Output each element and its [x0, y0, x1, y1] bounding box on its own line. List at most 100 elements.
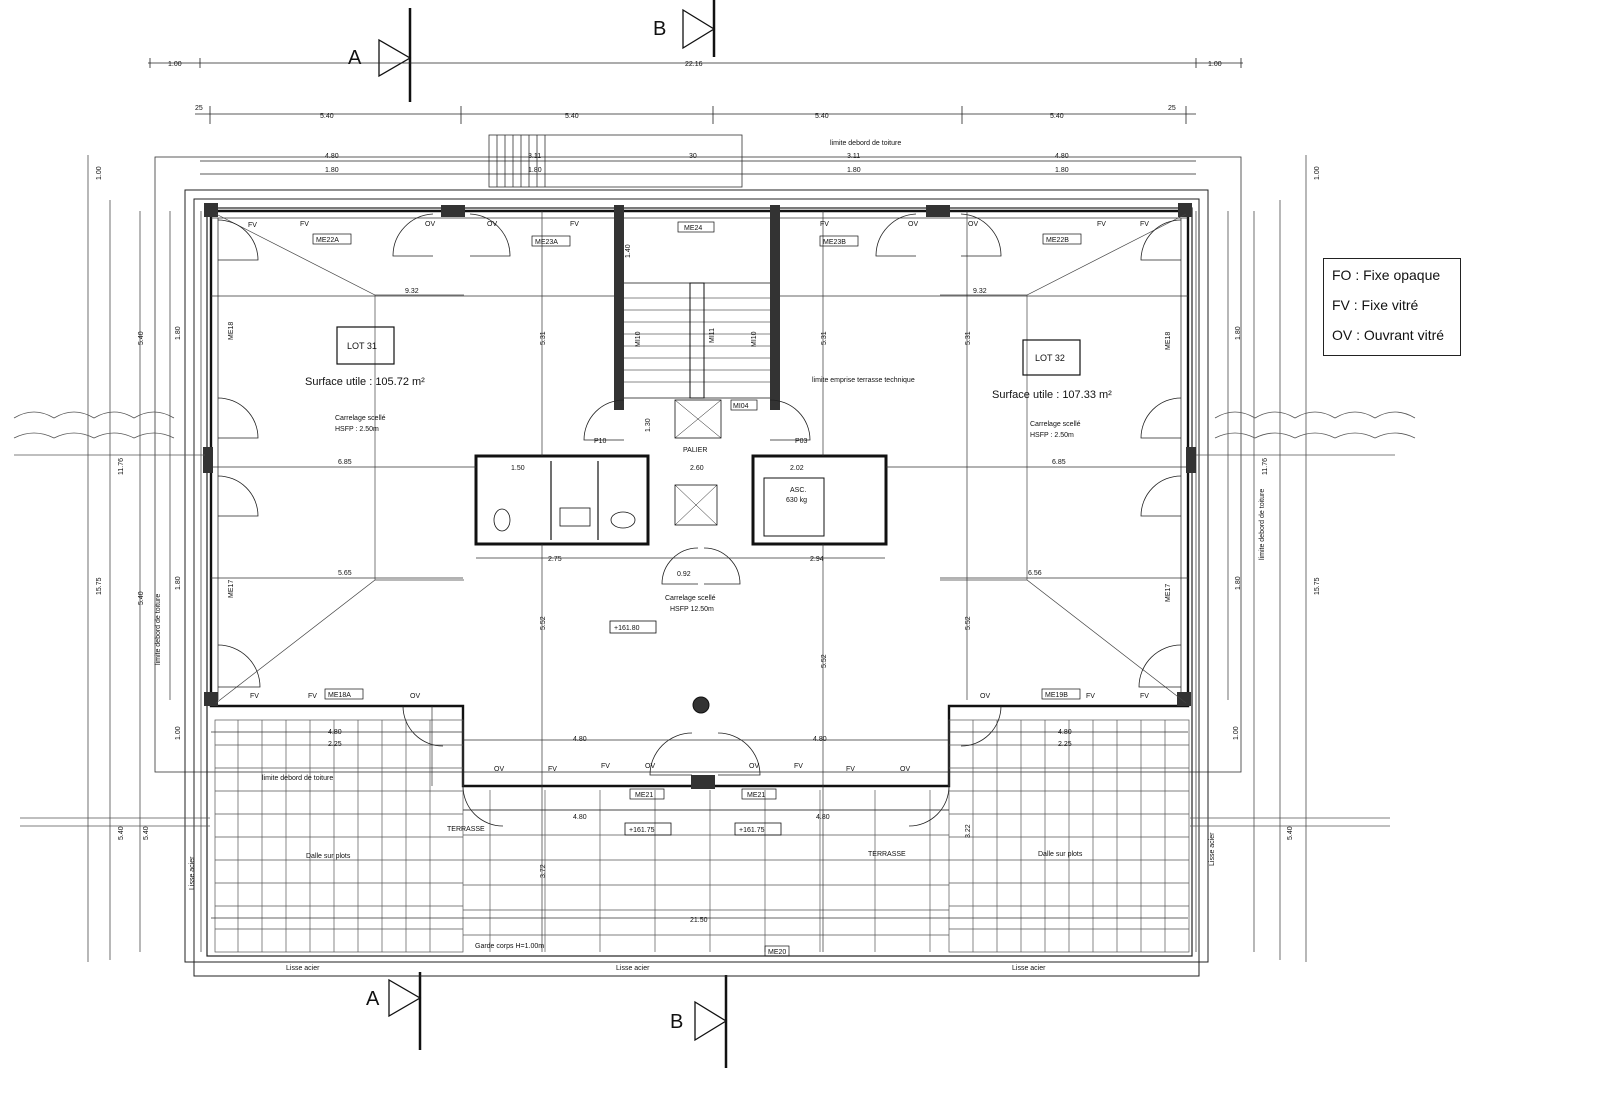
- code-me24: ME24: [684, 225, 702, 232]
- slab-outline: [184, 189, 1209, 963]
- dim-label: 15.75: [1314, 577, 1321, 595]
- terrace-grid-center: [463, 790, 949, 952]
- dim-label: 2.60: [690, 465, 704, 472]
- dim-label: 1.00: [1208, 61, 1222, 68]
- code-m10: MI10: [751, 331, 758, 347]
- lot31-name: LOT 31: [347, 341, 377, 351]
- lot31-floor: Carrelage scellé: [335, 415, 386, 422]
- dim-label: 4.80: [328, 729, 342, 736]
- window-fv: FV: [1086, 693, 1095, 700]
- section-label: A: [348, 47, 362, 69]
- section-label: A: [366, 988, 380, 1010]
- dalle-right-label: Dalle sur plots: [1038, 851, 1083, 858]
- section-mark-a-bottom: A: [366, 972, 422, 1050]
- dim-label: 4.80: [813, 736, 827, 743]
- window-fv: FV: [601, 763, 610, 770]
- window-ov: OV: [410, 693, 420, 700]
- dim-label: 3.22: [965, 824, 972, 838]
- center-hsfp: HSFP 12.50m: [670, 606, 714, 613]
- section-label: B: [653, 18, 666, 40]
- dim-label: 6.85: [338, 459, 352, 466]
- code-m04: MI04: [733, 403, 749, 410]
- dim-label: 5.52: [965, 616, 972, 630]
- legend-item-fv: FV : Fixe vitré: [1332, 297, 1419, 313]
- section-label: B: [670, 1011, 683, 1033]
- dim-label: 6.85: [1052, 459, 1066, 466]
- dim-label: 4.80: [1058, 729, 1072, 736]
- code-m11: MI11: [709, 328, 716, 343]
- dim-label: 21.50: [690, 917, 708, 924]
- dim-label: 0.92: [677, 571, 691, 578]
- window-fv: FV: [1140, 221, 1149, 228]
- rail-label: Lisse acier: [1012, 965, 1046, 972]
- code-me17: ME17: [228, 580, 235, 598]
- window-fv: FV: [250, 693, 259, 700]
- dim-label: 5.40: [138, 591, 145, 605]
- dim-label: 6.56: [1028, 570, 1042, 577]
- terrace-left-label: TERRASSE: [447, 826, 485, 833]
- dim-label: 5.40: [138, 331, 145, 345]
- third-dimension-chain: [200, 160, 1196, 175]
- terrace-outline: [193, 198, 1200, 977]
- lot32-box: [1022, 339, 1081, 376]
- terrace-grid-left: [214, 719, 464, 953]
- dalle-left-label: Dalle sur plots: [306, 853, 351, 860]
- elevator-label: ASC.: [790, 487, 806, 494]
- dim-label: 1.30: [645, 418, 652, 432]
- lot31-box: [336, 326, 395, 365]
- dim-label: 2.02: [790, 465, 804, 472]
- roof-edge-left: limite debord de toiture: [155, 594, 162, 665]
- window-fv: FV: [820, 221, 829, 228]
- ground-lines: [13, 411, 1416, 827]
- dim-label: 4.80: [816, 814, 830, 821]
- dim-label: 1.80: [1055, 167, 1069, 174]
- dim-label: 2.94: [810, 556, 824, 563]
- terrace-right-label: TERRASSE: [868, 851, 906, 858]
- lot32-floor: Carrelage scellé: [1030, 421, 1081, 428]
- code-me17: ME17: [1165, 584, 1172, 602]
- dim-label: 5.31: [965, 331, 972, 345]
- dim-label: 1.80: [528, 167, 542, 174]
- section-mark-a-top: A: [348, 8, 412, 102]
- dim-label: 4.80: [573, 736, 587, 743]
- dim-label: 1.00: [96, 166, 103, 180]
- lot32-hsfp: HSFP : 2.50m: [1030, 432, 1074, 439]
- dim-label: 1.80: [847, 167, 861, 174]
- window-ov: OV: [425, 221, 435, 228]
- dim-label: 9.32: [973, 288, 987, 295]
- center-floor: Carrelage scellé: [665, 595, 716, 602]
- element-codes: [312, 221, 1082, 957]
- dim-label: 1.00: [168, 61, 182, 68]
- code-me21: ME21: [747, 792, 765, 799]
- dim-label: 2.25: [1058, 741, 1072, 748]
- inner-outline: [206, 207, 1193, 957]
- dim-label: 5.40: [815, 113, 829, 120]
- code-me22a: ME22A: [316, 237, 339, 244]
- window-ov: OV: [980, 693, 990, 700]
- code-me20: ME20: [768, 949, 786, 956]
- exterior-stair: [488, 134, 743, 188]
- dim-label: 5.40: [565, 113, 579, 120]
- dim-label: 4.80: [325, 153, 339, 160]
- legend-item-ov: OV : Ouvrant vitré: [1332, 327, 1445, 343]
- dim-label: 5.52: [821, 654, 828, 668]
- window-fv: FV: [794, 763, 803, 770]
- dim-label: 5.31: [540, 331, 547, 345]
- dim-label: 11.76: [1262, 458, 1269, 475]
- dim-label: 5.40: [118, 826, 125, 840]
- top-dimension-chain: [148, 58, 1243, 68]
- dim-label: 1.50: [511, 465, 525, 472]
- window-fv: FV: [308, 693, 317, 700]
- dim-label: 11.76: [118, 458, 125, 475]
- dim-label: 1.00: [1314, 166, 1321, 180]
- code-m10: MI10: [635, 331, 642, 347]
- dim-label: 1.80: [325, 167, 339, 174]
- section-mark-b-top: B: [653, 0, 716, 57]
- window-ov: OV: [645, 763, 655, 770]
- code-me18a: ME18A: [328, 692, 351, 699]
- dim-label: 5.65: [338, 570, 352, 577]
- dim-label: 1.80: [175, 576, 182, 590]
- code-me21: ME21: [635, 792, 653, 799]
- dim-label: 15.75: [96, 577, 103, 595]
